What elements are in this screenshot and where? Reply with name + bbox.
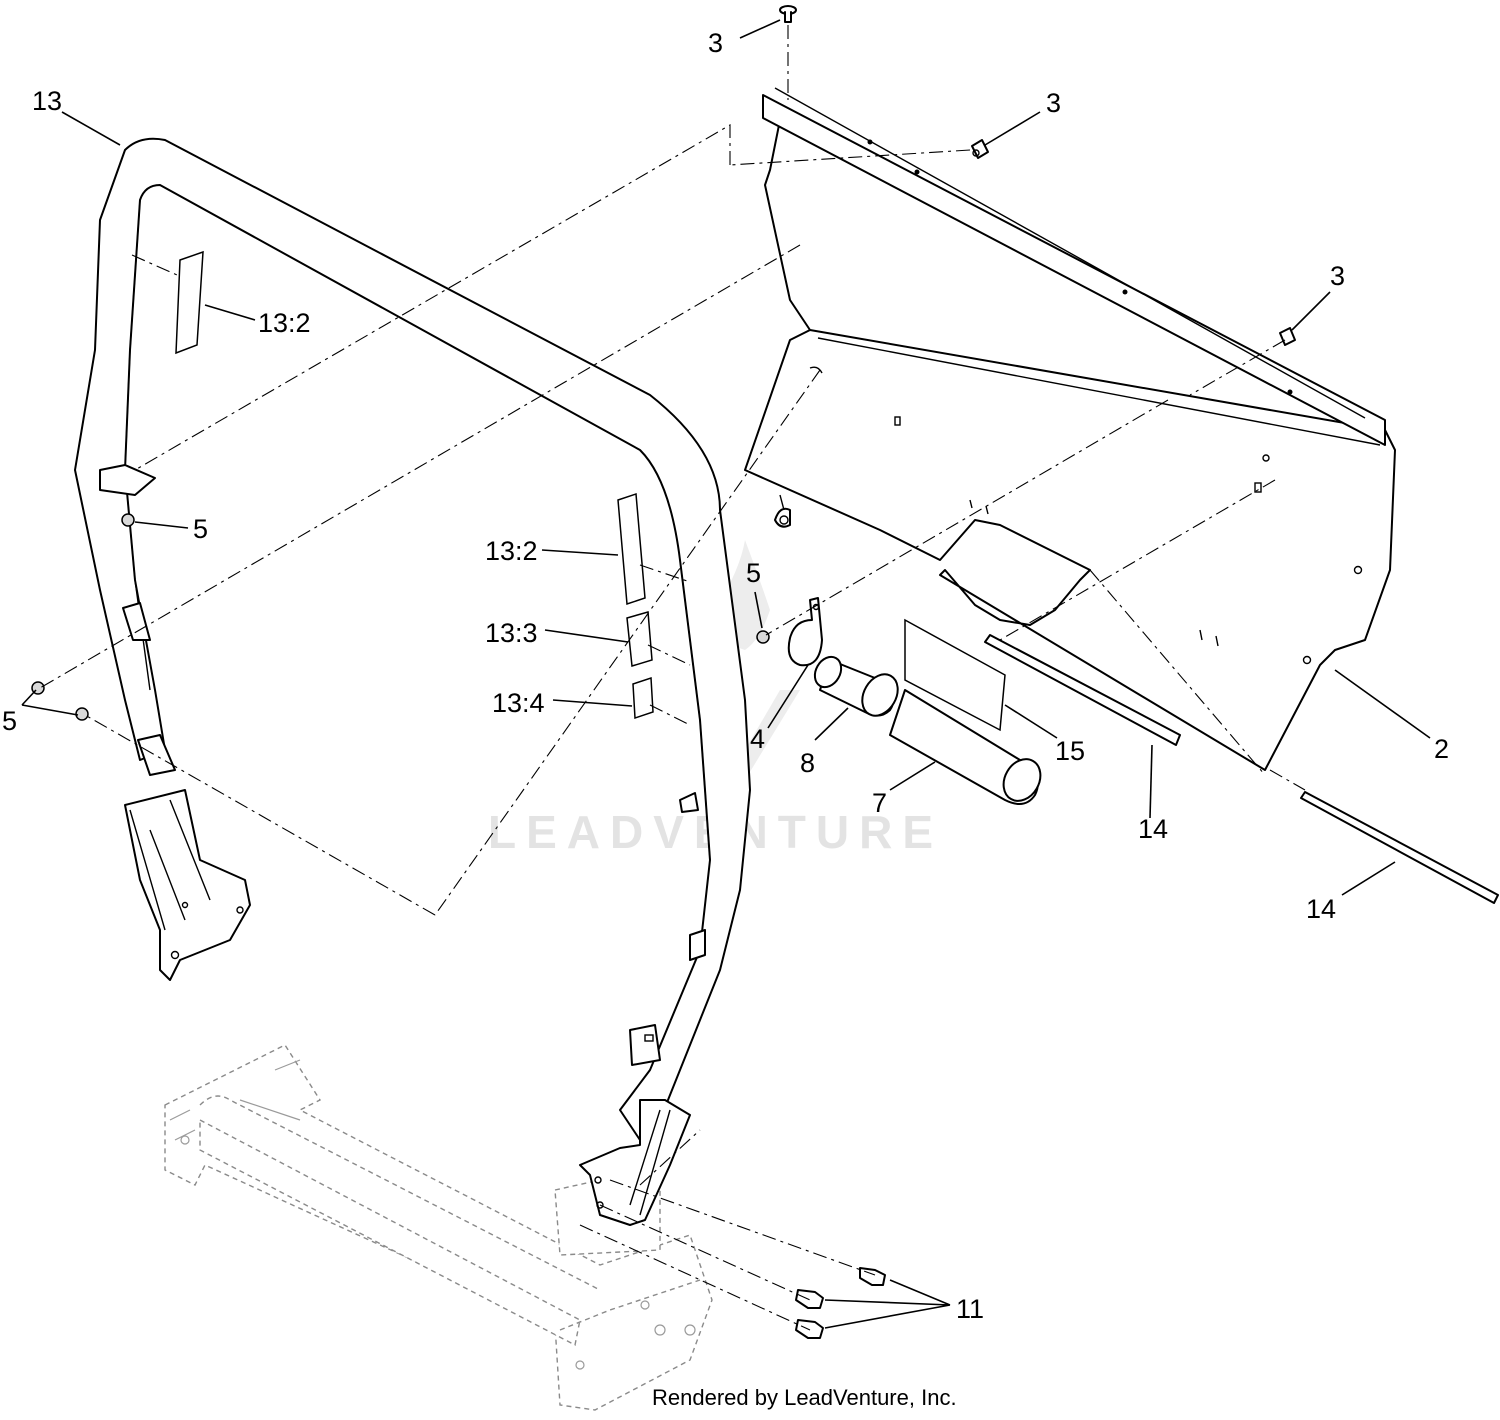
bolt-3-right	[1279, 327, 1296, 346]
callout-13: 13	[32, 86, 62, 116]
callout-3-right: 3	[1330, 261, 1345, 291]
callout-13-2-right: 13:2	[485, 536, 538, 566]
nut-5-upper	[121, 513, 135, 527]
bolt-3-top	[779, 5, 797, 23]
callout-13-4: 13:4	[492, 688, 545, 718]
roll-bar-13	[74, 137, 751, 1226]
rod-14-lower	[1300, 791, 1499, 904]
callout-4: 4	[750, 724, 765, 754]
cylinder-7	[889, 689, 1042, 805]
rod-14-upper	[984, 634, 1181, 746]
nut-5-mid	[756, 630, 770, 644]
callout-15: 15	[1055, 736, 1085, 766]
render-credit: Rendered by LeadVenture, Inc.	[652, 1385, 957, 1410]
callout-5-upper: 5	[193, 514, 208, 544]
decal-13-2-left	[175, 250, 204, 355]
bolt-11-c	[795, 1319, 824, 1339]
leader-lines	[21, 19, 1431, 1329]
callout-13-3: 13:3	[485, 618, 538, 648]
callout-14-lower: 14	[1306, 894, 1336, 924]
callout-13-2-left: 13:2	[258, 308, 311, 338]
clamp-4	[787, 597, 823, 667]
callout-8: 8	[800, 748, 815, 778]
callout-2: 2	[1434, 734, 1449, 764]
decal-13-4	[632, 676, 654, 720]
callout-5-mid: 5	[746, 558, 761, 588]
callout-14-upper: 14	[1138, 814, 1168, 844]
decal-15	[904, 618, 1006, 732]
callout-11: 11	[956, 1294, 984, 1324]
callout-7: 7	[872, 788, 887, 818]
callout-3-mid: 3	[1046, 88, 1061, 118]
bolt-11-a	[859, 1267, 886, 1286]
callout-5-left: 5	[2, 706, 17, 736]
decal-13-2-right	[617, 492, 646, 606]
callout-labels: 3 3 3 13 13:2 13:2 13:3 13:4 5 5 5 4 8 7…	[2, 28, 1449, 1324]
callout-3-top: 3	[708, 28, 723, 58]
bolt-3-mid	[971, 139, 989, 159]
bolt-11-b	[795, 1289, 824, 1309]
decal-13-3	[626, 611, 653, 667]
shield-panel	[744, 87, 1396, 771]
cylinder-8	[813, 655, 899, 717]
nut-5-left-b	[75, 707, 89, 721]
